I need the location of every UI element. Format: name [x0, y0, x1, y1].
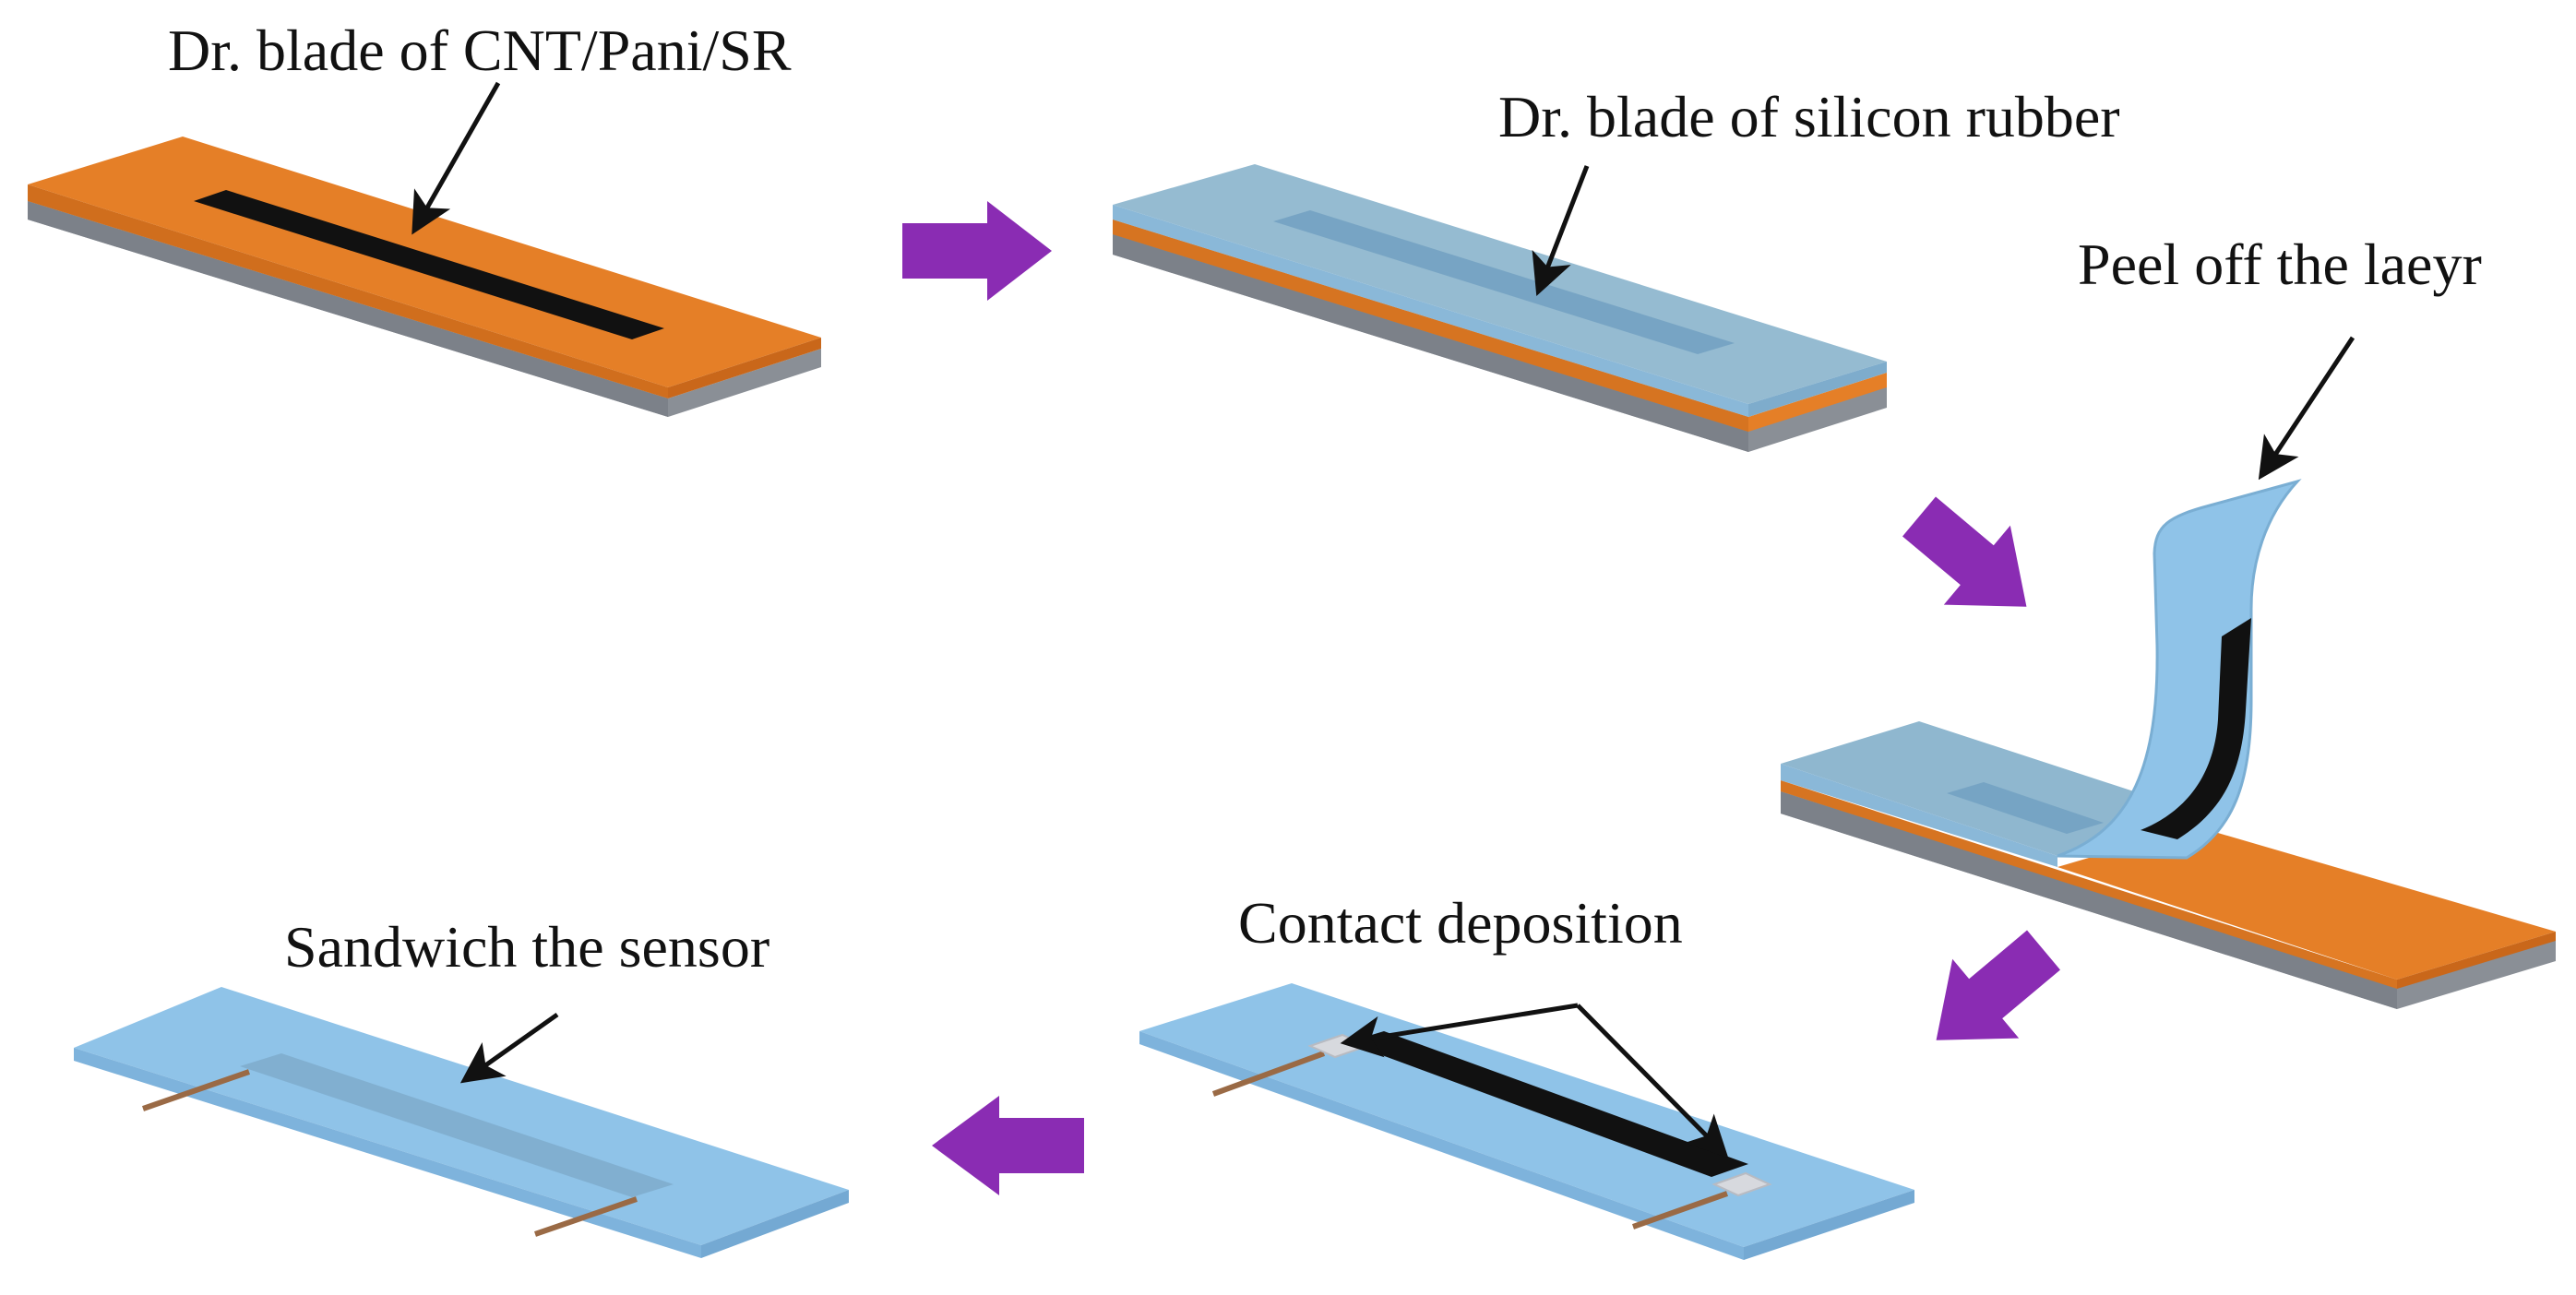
step4-contact-deposition: [1139, 983, 1914, 1260]
step2-coated-substrate: [1113, 164, 1887, 452]
pointer-step1: [411, 81, 501, 235]
step2-label: Dr. blade of silicon rubber: [1498, 84, 2120, 149]
arrow-down-left: [1936, 930, 2060, 1040]
step1-label: Dr. blade of CNT/Pani/SR: [168, 18, 792, 83]
pointer-step4-left: [1340, 1003, 1579, 1058]
cnt-strip: [194, 190, 664, 339]
pointer-step5: [459, 1012, 559, 1084]
pointer-step2: [1532, 165, 1590, 296]
step3-peel-off: [1781, 479, 2556, 1009]
pointer-step3: [2258, 336, 2355, 481]
cnt-strip-deposited: [1347, 1031, 1748, 1177]
arrow-right-1: [902, 201, 1052, 301]
contact-pad-right: [1711, 1171, 1772, 1197]
step5-label: Sandwich the sensor: [284, 914, 769, 980]
step5-sandwiched-sensor: [74, 987, 849, 1258]
pointer-arrows: [411, 81, 2355, 1158]
step3-label: Peel off the laeyr: [2078, 232, 2482, 297]
step1-substrate: [28, 137, 821, 417]
arrow-down-right: [1902, 496, 2027, 607]
process-arrows: [902, 201, 2060, 1195]
pointer-step4-right: [1576, 1004, 1729, 1158]
arrow-left: [932, 1096, 1084, 1195]
step4-label: Contact deposition: [1238, 890, 1683, 956]
